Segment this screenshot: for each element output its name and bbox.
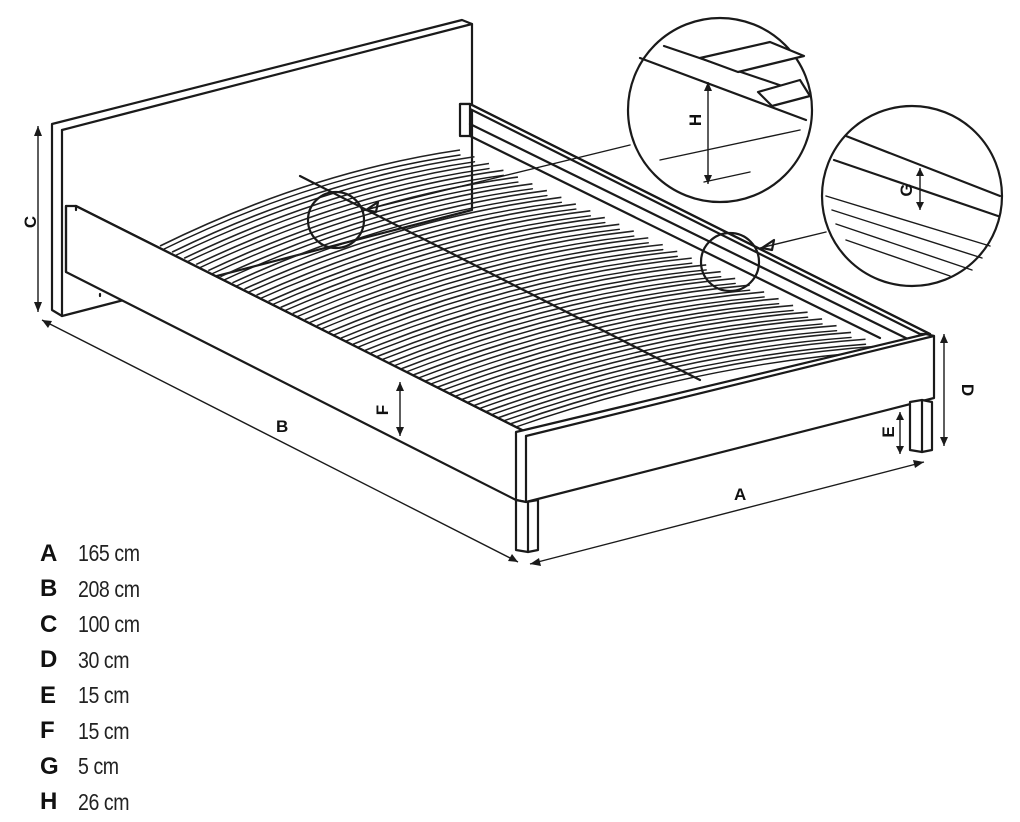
- slat-frame: [159, 149, 881, 430]
- bed-slat-edge: [267, 215, 592, 307]
- legend-letter: C: [40, 610, 58, 638]
- legend-row: E 15 cm: [40, 678, 150, 714]
- bed-slat: [413, 291, 765, 376]
- legend-letter: F: [40, 717, 55, 745]
- bed-slat-edge: [340, 255, 678, 344]
- bed-slat: [461, 318, 823, 401]
- dimension-label-e: E: [879, 426, 898, 437]
- bed-slat-edge: [328, 248, 664, 338]
- dimension-label-d: D: [958, 384, 977, 396]
- bed-slat: [497, 338, 866, 419]
- bed-slat: [509, 345, 881, 425]
- bed-slat-edge: [171, 161, 476, 258]
- dimension-label-f: F: [373, 405, 392, 415]
- bed-slat-edge: [219, 188, 534, 283]
- legend-letter: B: [40, 575, 58, 603]
- dimension-legend: A 165 cm B 208 cm C 100 cm D 30 cm E 15 …: [40, 536, 150, 820]
- legend-row: D 30 cm: [40, 643, 150, 679]
- bed-slat: [401, 284, 750, 370]
- dimension-label-c: C: [21, 216, 40, 228]
- bed-slat: [364, 264, 707, 352]
- headboard: [50, 18, 474, 318]
- left-side-rail: [64, 204, 528, 504]
- bed-slat-edge: [243, 201, 563, 295]
- legend-value: 208 cm: [78, 575, 140, 602]
- bed-slat-edge: [352, 262, 693, 350]
- bed-slat-edge: [424, 302, 780, 387]
- bed-slat-edge: [195, 174, 505, 271]
- dimension-line-d: D: [940, 334, 977, 446]
- bed-slat: [316, 237, 649, 327]
- dimension-line-b: B: [41, 319, 519, 563]
- bed-slat-edge: [376, 275, 722, 363]
- dimension-label-h: H: [686, 114, 705, 126]
- bed-slat: [389, 277, 736, 364]
- bed-slat-edge: [255, 208, 577, 301]
- zoom-detail-g: G: [820, 104, 1004, 288]
- bed-slat: [220, 182, 533, 278]
- bed-slat-edge: [292, 228, 621, 320]
- bed-slat-edge: [388, 282, 736, 369]
- legend-letter: G: [40, 752, 59, 780]
- bed-slat: [244, 196, 562, 290]
- dimension-label-a: A: [734, 485, 746, 504]
- dimension-line-f: F: [373, 382, 404, 436]
- detail-marker-left: [306, 144, 631, 250]
- legend-value: 15 cm: [78, 717, 130, 744]
- legend-row: H 26 cm: [40, 785, 150, 821]
- bed-slat-edge: [400, 289, 751, 375]
- bed-slat: [425, 297, 779, 382]
- bed-slat-edge: [231, 194, 548, 289]
- legend-row: B 208 cm: [40, 572, 150, 608]
- legend-row: G 5 cm: [40, 749, 150, 785]
- bed-slat-edge: [436, 309, 794, 393]
- bed-slat: [449, 311, 808, 395]
- bed-slat-edge: [183, 167, 490, 264]
- bed-slat-edge: [412, 296, 765, 381]
- legend-row: F 15 cm: [40, 714, 150, 750]
- legend-value: 26 cm: [78, 788, 130, 815]
- legend-value: 5 cm: [78, 753, 119, 780]
- bed-slat: [183, 162, 490, 259]
- zoom-detail-h: H: [626, 16, 814, 204]
- bed-slat: [171, 155, 475, 253]
- bed-slat-edge: [364, 269, 707, 357]
- bed-slat: [437, 304, 794, 388]
- bed-legs: [98, 292, 934, 554]
- dimension-line-e: E: [879, 412, 904, 454]
- legend-value: 15 cm: [78, 682, 130, 709]
- legend-value: 165 cm: [78, 540, 140, 567]
- legend-value: 30 cm: [78, 646, 130, 673]
- bed-slat-edge: [279, 221, 606, 314]
- dimension-line-a: A: [529, 460, 925, 566]
- bed-slat-edge: [316, 242, 649, 332]
- dimension-label-g: G: [897, 183, 916, 196]
- footboard: [514, 332, 936, 504]
- bed-slat: [473, 324, 837, 407]
- legend-letter: H: [40, 788, 58, 816]
- bed-slat-edge: [159, 154, 461, 252]
- legend-letter: E: [40, 681, 57, 709]
- bed-slat: [376, 270, 721, 358]
- bed-slat: [256, 203, 576, 296]
- legend-row: A 165 cm: [40, 536, 150, 572]
- legend-row: C 100 cm: [40, 607, 150, 643]
- bed-slat: [159, 149, 461, 247]
- bed-slat: [485, 331, 852, 413]
- dimension-line-c: C: [21, 126, 42, 312]
- legend-letter: A: [40, 539, 58, 567]
- bed-slat: [195, 169, 504, 266]
- bed-slat: [232, 189, 547, 284]
- detail-marker-right: [699, 231, 827, 293]
- dimension-label-b: B: [276, 417, 288, 436]
- bed-slat-edge: [304, 235, 635, 326]
- legend-letter: D: [40, 646, 58, 674]
- bed-slat: [304, 230, 634, 321]
- legend-value: 100 cm: [78, 611, 140, 638]
